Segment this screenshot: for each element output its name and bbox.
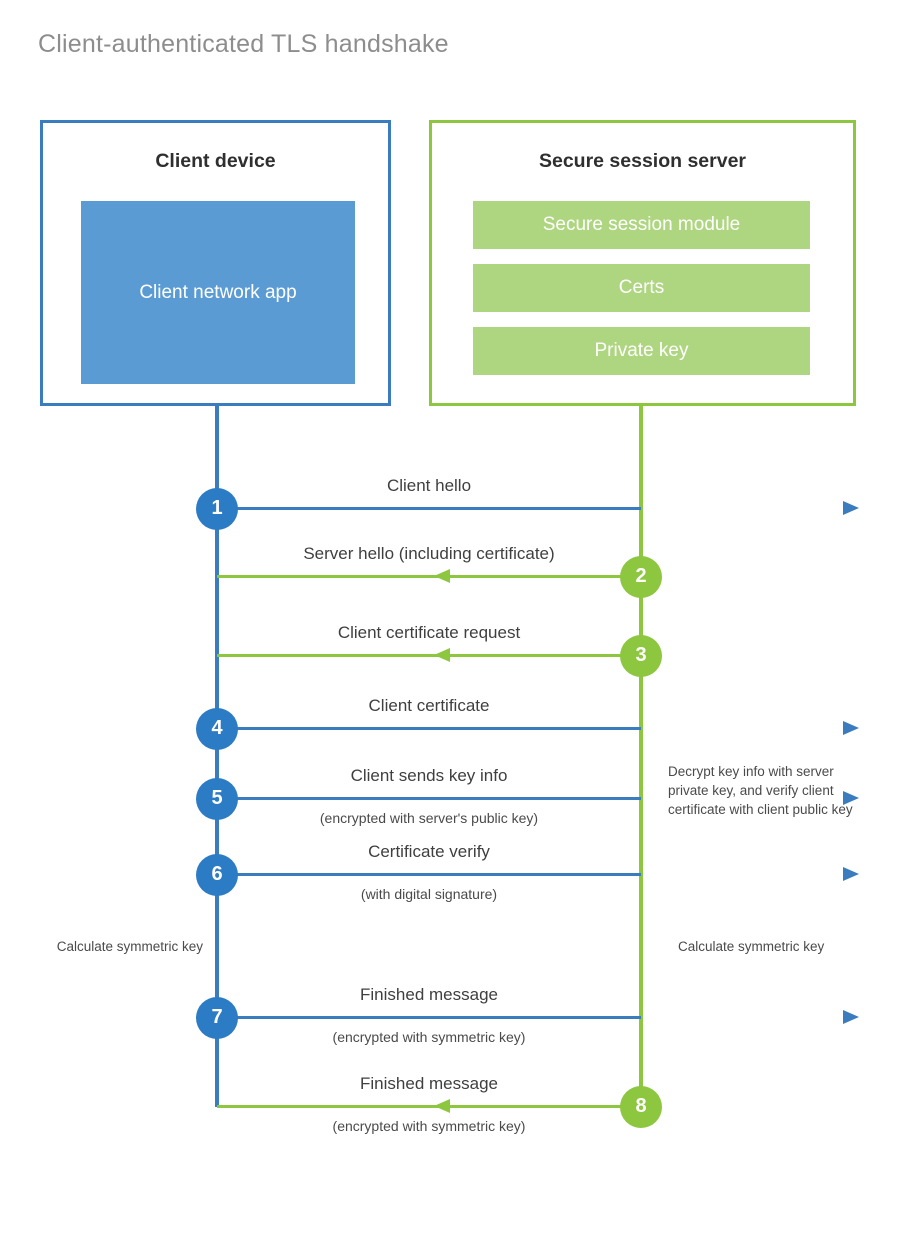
step-circle-1[interactable]: 1 bbox=[196, 487, 238, 530]
message-label-7: Finished message bbox=[360, 985, 498, 1004]
server-component-certs: Certs bbox=[473, 264, 810, 312]
message-label-3: Client certificate request bbox=[337, 623, 521, 642]
arrow-right-icon-4 bbox=[843, 721, 859, 735]
server-lifeline bbox=[639, 406, 643, 1107]
arrow-right-icon-7 bbox=[843, 1010, 859, 1024]
message-label-5: Client sends key info bbox=[350, 766, 508, 785]
client-network-app-block: Client network app bbox=[81, 201, 355, 384]
message-sublabel-7: (encrypted with symmetric key) bbox=[332, 1029, 526, 1045]
page-title: Client-authenticated TLS handshake bbox=[38, 30, 449, 58]
message-label-2: Server hello (including certificate) bbox=[303, 544, 555, 563]
message-sublabel-5: (encrypted with server's public key) bbox=[319, 810, 539, 826]
message-arrow-line-5 bbox=[217, 791, 859, 805]
step-circle-4[interactable]: 4 bbox=[196, 707, 238, 750]
step-circle-5[interactable]: 5 bbox=[196, 777, 238, 820]
message-arrow-line-2 bbox=[217, 569, 641, 583]
client-device-box: Client device Client network app bbox=[40, 120, 391, 406]
note-server-calculate-symmetric-key: Calculate symmetric key bbox=[678, 939, 825, 954]
note-server-decrypt: Decrypt key info with server private key… bbox=[668, 764, 853, 818]
message-sublabel-8: (encrypted with symmetric key) bbox=[332, 1118, 526, 1134]
note-client-calculate-symmetric-key: Calculate symmetric key bbox=[56, 939, 203, 954]
arrow-left-icon-3 bbox=[434, 648, 450, 662]
client-device-title: Client device bbox=[155, 150, 276, 172]
arrow-left-icon-8 bbox=[434, 1099, 450, 1113]
step-circle-8[interactable]: 8 bbox=[620, 1085, 662, 1128]
step-circle-7[interactable]: 7 bbox=[196, 996, 238, 1039]
message-arrow-line-6 bbox=[217, 867, 859, 881]
step-circle-3[interactable]: 3 bbox=[620, 634, 662, 677]
message-label-8: Finished message bbox=[360, 1074, 498, 1093]
message-label-1: Client hello bbox=[386, 476, 472, 495]
message-arrow-line-4 bbox=[217, 721, 859, 735]
message-arrow-line-3 bbox=[217, 648, 641, 662]
server-component-secure-session-module: Secure session module bbox=[473, 201, 810, 249]
message-arrow-line-7 bbox=[217, 1010, 859, 1024]
step-circle-2[interactable]: 2 bbox=[620, 555, 662, 598]
arrow-right-icon-6 bbox=[843, 867, 859, 881]
message-sublabel-6: (with digital signature) bbox=[360, 886, 498, 902]
arrow-right-icon-5 bbox=[843, 791, 859, 805]
client-lifeline bbox=[215, 406, 219, 1107]
arrow-left-icon-2 bbox=[434, 569, 450, 583]
message-label-6: Certificate verify bbox=[368, 842, 490, 861]
arrow-right-icon-1 bbox=[843, 501, 859, 515]
message-label-4: Client certificate bbox=[368, 696, 490, 715]
secure-session-server-box: Secure session server Secure session mod… bbox=[429, 120, 856, 406]
message-arrow-line-1 bbox=[217, 501, 859, 515]
secure-session-server-title: Secure session server bbox=[538, 150, 747, 172]
step-circle-6[interactable]: 6 bbox=[196, 853, 238, 896]
server-component-private-key: Private key bbox=[473, 327, 810, 375]
message-arrow-line-8 bbox=[217, 1099, 641, 1113]
